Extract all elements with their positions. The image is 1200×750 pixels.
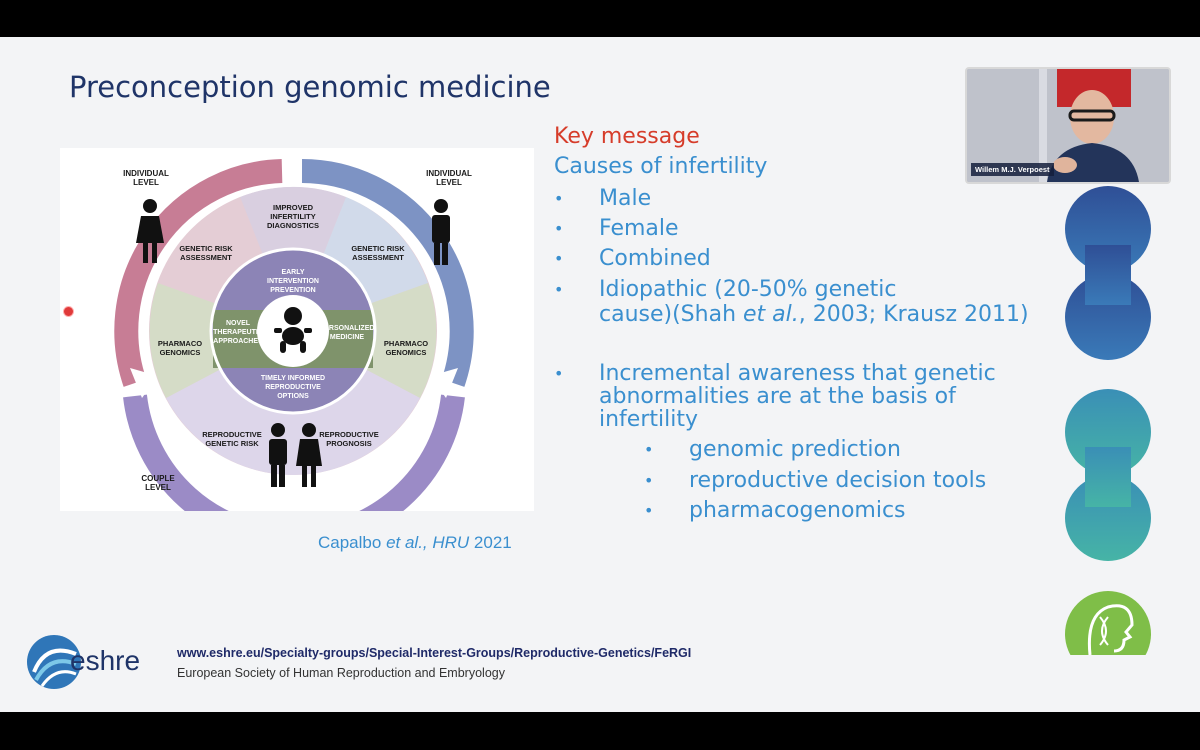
couple-icon bbox=[269, 423, 322, 487]
label-novel-3: APPROACHES bbox=[213, 338, 263, 345]
citation-year: 2021 bbox=[469, 533, 512, 552]
label-pharmaco-left-2: GENOMICS bbox=[160, 348, 201, 357]
label-reproductive-prognosis-1: REPRODUCTIVE bbox=[319, 430, 379, 439]
label-novel-2: THERAPEUTIC bbox=[213, 329, 263, 336]
label-reproductive-genetic-1: REPRODUCTIVE bbox=[202, 430, 262, 439]
bullet-text: Combined bbox=[599, 246, 711, 271]
outer-ring-purple bbox=[123, 394, 465, 511]
bullet-text: Male bbox=[599, 186, 652, 211]
label-individual-right-1: INDIVIDUAL bbox=[426, 169, 472, 178]
webcam-video-tile[interactable]: Willem M.J. Verpoest bbox=[965, 67, 1171, 184]
label-genetic-risk-left-2: ASSESSMENT bbox=[180, 253, 232, 262]
bullet-glyph: • bbox=[644, 440, 654, 459]
bullet-glyph: • bbox=[554, 219, 564, 238]
label-early-2: INTERVENTION bbox=[267, 278, 319, 285]
man-icon bbox=[432, 199, 450, 265]
label-reproductive-prognosis-2: PROGNOSIS bbox=[326, 439, 371, 448]
sub-bullet-text: reproductive decision tools bbox=[689, 468, 987, 493]
arrow-right bbox=[430, 368, 458, 398]
label-improved-1: IMPROVED bbox=[273, 203, 314, 212]
label-early-3: PREVENTION bbox=[270, 287, 316, 294]
decorative-shapes bbox=[1065, 186, 1151, 655]
figure-citation: Capalbo et al., HRU 2021 bbox=[318, 533, 512, 553]
arrow-top bbox=[282, 160, 302, 188]
inner-circle-border bbox=[209, 247, 377, 415]
footer-url[interactable]: www.eshre.eu/Specialty-groups/Special-In… bbox=[177, 646, 692, 660]
citation-author: Capalbo bbox=[318, 533, 387, 552]
baby-icon bbox=[274, 307, 312, 353]
bullet-glyph: • bbox=[554, 249, 564, 268]
bullet-glyph: • bbox=[644, 471, 654, 490]
label-individual-left-1: INDIVIDUAL bbox=[123, 169, 169, 178]
key-message-heading: Key message bbox=[554, 124, 700, 149]
outer-ring-blue bbox=[301, 159, 474, 387]
bullet-glyph: • bbox=[554, 189, 564, 208]
sub-bullet-text: genomic prediction bbox=[689, 437, 901, 462]
bullet-text: Female bbox=[599, 216, 679, 241]
eshre-logo-text: eshre bbox=[70, 645, 141, 676]
label-timely-3: OPTIONS bbox=[277, 393, 309, 400]
label-improved-3: DIAGNOSTICS bbox=[267, 221, 319, 230]
pointer-dot bbox=[63, 306, 74, 317]
bullet-glyph: • bbox=[554, 280, 564, 299]
label-novel-1: NOVEL bbox=[226, 320, 251, 327]
label-pharmaco-right-2: GENOMICS bbox=[386, 348, 427, 357]
bullet-text-line2: abnormalities are at the basis of bbox=[599, 384, 956, 409]
sub-bullet-text: pharmacogenomics bbox=[689, 498, 906, 523]
label-improved-2: INFERTILITY bbox=[270, 212, 315, 221]
idiopathic-line2-italic: et al. bbox=[743, 302, 799, 327]
slide-title: Preconception genomic medicine bbox=[69, 70, 551, 104]
bullet-glyph: • bbox=[644, 501, 654, 520]
label-timely-1: TIMELY INFORMED bbox=[261, 375, 325, 382]
eshre-logo bbox=[27, 635, 81, 689]
participant-name-tag: Willem M.J. Verpoest bbox=[971, 163, 1054, 176]
bullet-text-line3: infertility bbox=[599, 407, 698, 432]
arrow-left bbox=[130, 368, 158, 398]
label-couple-1: COUPLE bbox=[141, 474, 175, 483]
label-reproductive-genetic-2: GENETIC RISK bbox=[205, 439, 259, 448]
idiopathic-line2-pre: cause)(Shah bbox=[599, 302, 744, 327]
bullet-glyph: • bbox=[554, 364, 564, 383]
label-genetic-risk-right-2: ASSESSMENT bbox=[352, 253, 404, 262]
preconception-diagram: INDIVIDUAL LEVEL INDIVIDUAL LEVEL COUPLE… bbox=[60, 148, 534, 511]
label-personalized-1: PERSONALIZED bbox=[320, 325, 375, 332]
label-early-1: EARLY bbox=[281, 269, 304, 276]
footer-organization: European Society of Human Reproduction a… bbox=[177, 666, 505, 680]
teal-peanut-shape bbox=[1065, 389, 1151, 561]
bullet-text-line1: Incremental awareness that genetic bbox=[599, 361, 996, 386]
label-couple-2: LEVEL bbox=[145, 483, 171, 492]
bottom-black-bar bbox=[0, 712, 1200, 750]
bullet-text-line2: cause)(Shah et al., 2003; Krausz 2011) bbox=[599, 302, 1029, 327]
label-pharmaco-left-1: PHARMACO bbox=[158, 339, 202, 348]
label-genetic-risk-right-1: GENETIC RISK bbox=[351, 244, 405, 253]
label-personalized-2: MEDICINE bbox=[330, 334, 365, 341]
diagram-svg: INDIVIDUAL LEVEL INDIVIDUAL LEVEL COUPLE… bbox=[114, 159, 474, 511]
woman-icon bbox=[136, 199, 164, 263]
label-pharmaco-right-1: PHARMACO bbox=[384, 339, 428, 348]
label-genetic-risk-left-1: GENETIC RISK bbox=[179, 244, 233, 253]
dna-head-icon bbox=[1065, 591, 1151, 655]
idiopathic-line2-post: , 2003; Krausz 2011) bbox=[798, 302, 1029, 327]
label-timely-2: REPRODUCTIVE bbox=[265, 384, 321, 391]
citation-italic: et al., HRU bbox=[386, 533, 470, 552]
bullet-text-line1: Idiopathic (20-50% genetic bbox=[599, 277, 897, 302]
label-individual-right-2: LEVEL bbox=[436, 178, 462, 187]
blue-peanut-shape bbox=[1065, 186, 1151, 360]
causes-heading: Causes of infertility bbox=[554, 154, 768, 179]
top-black-bar bbox=[0, 0, 1200, 37]
label-individual-left-2: LEVEL bbox=[133, 178, 159, 187]
